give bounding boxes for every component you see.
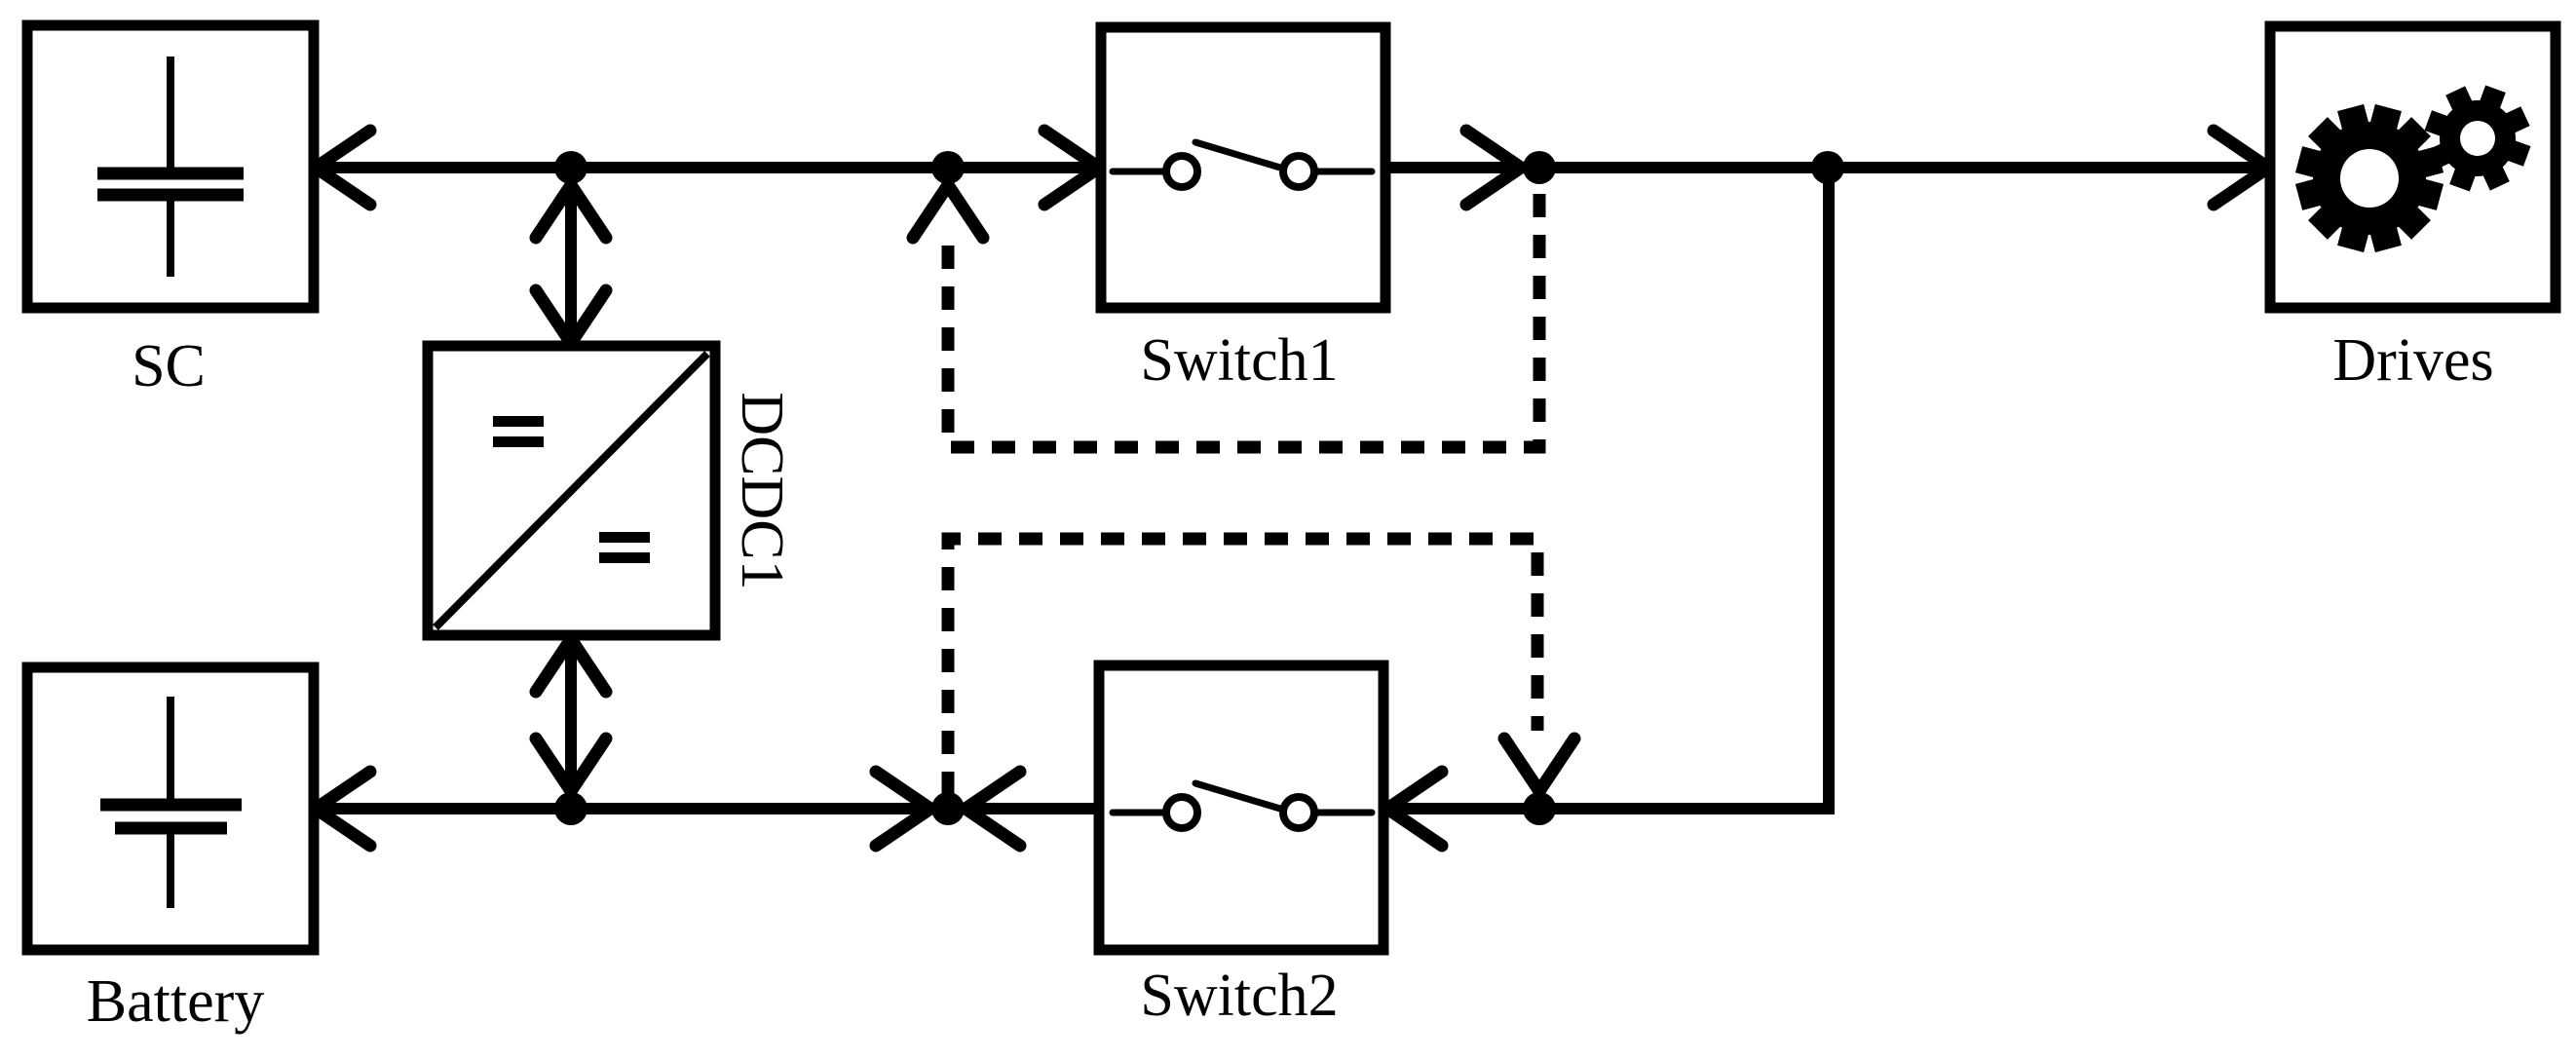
switch2-blade xyxy=(1192,779,1284,813)
switch2-right-contact xyxy=(1279,793,1318,832)
dashed-alternate-paths xyxy=(941,187,1546,795)
junction-dot xyxy=(1811,151,1844,184)
sc-label: SC xyxy=(132,333,206,399)
junction-dot xyxy=(931,792,965,825)
arrow-dcdc-bottom-down xyxy=(529,732,613,803)
converter-diagonal xyxy=(433,351,710,630)
junction-dot xyxy=(554,792,587,825)
small-gear xyxy=(2424,85,2531,192)
battery-component: Battery xyxy=(21,662,320,1035)
junction-dots xyxy=(554,151,1844,825)
dc-symbol-bottom-bar2 xyxy=(599,552,650,563)
big-gear xyxy=(2294,103,2444,253)
switch1-label: Switch1 xyxy=(1140,327,1338,394)
dcdc1-component: DCDC1 xyxy=(422,340,795,641)
sc-component: SC xyxy=(21,19,320,399)
junction-dot xyxy=(554,151,587,184)
arrow-up-into-top-bus-junction xyxy=(906,173,990,245)
drives-component: Drives xyxy=(2264,20,2561,394)
dc-dc-converter-icon xyxy=(433,351,710,630)
gears-icon xyxy=(2294,85,2531,253)
switch1-box xyxy=(1095,21,1391,314)
open-switch-icon xyxy=(1109,779,1376,832)
open-switch-icon xyxy=(1109,138,1376,191)
dcdc1-label: DCDC1 xyxy=(729,392,795,589)
switch1-left-contact xyxy=(1162,152,1201,191)
battery-cell-icon xyxy=(100,697,242,908)
upper-dashed-path xyxy=(941,187,1546,454)
junction-dot xyxy=(1523,151,1556,184)
capacitor-icon xyxy=(97,57,244,277)
switch2-box xyxy=(1093,660,1389,956)
dc-symbol-top-bar1 xyxy=(493,416,544,427)
dc-symbol-top-bar2 xyxy=(493,436,544,447)
junction-dot xyxy=(1523,792,1556,825)
battery-label: Battery xyxy=(87,968,265,1035)
switch1-component: Switch1 xyxy=(1095,21,1391,394)
switch1-right-contact xyxy=(1279,152,1318,191)
arrow-down-into-bottom-right-junction xyxy=(1497,732,1581,803)
lower-dashed-path xyxy=(941,532,1544,795)
arrow-dcdc-top-up xyxy=(529,173,613,245)
dc-symbol-bottom-bar1 xyxy=(599,532,650,543)
switch2-label: Switch2 xyxy=(1140,963,1338,1029)
switch2-left-contact xyxy=(1162,793,1201,832)
switch2-component: Switch2 xyxy=(1093,660,1389,1029)
switch1-blade xyxy=(1192,138,1284,171)
arrow-right-into-bottom-junction xyxy=(869,765,942,852)
junction-dot xyxy=(931,151,965,184)
right-drop-wire xyxy=(1391,171,1835,814)
arrow-at-switch1-output xyxy=(1459,124,1533,211)
drives-label: Drives xyxy=(2332,327,2493,394)
arrow-left-into-bottom-junction xyxy=(954,765,1027,852)
